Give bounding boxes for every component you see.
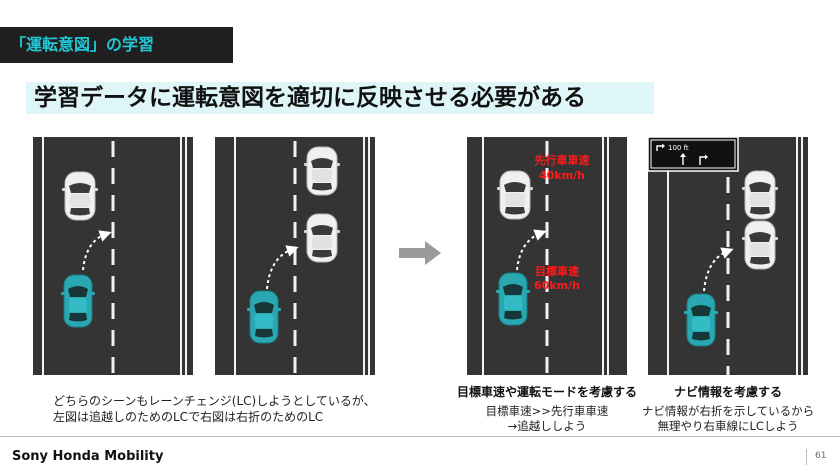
speed-scene-title: 目標車速や運転モードを考慮する (456, 385, 637, 399)
section-tag: 「運転意図」の学習 (0, 27, 233, 63)
navi-scene-body-line1: ナビ情報が右折を示しているから (641, 404, 815, 418)
sign-distance: 100 ft (668, 144, 689, 152)
target-speed-label: 目標車速 (535, 264, 579, 278)
dashed-curve-arrow-icon (82, 230, 112, 271)
queue-car-front (741, 170, 779, 220)
scenes-caption-line1: どちらのシーンもレーンチェンジ(LC)しようとしているが、 (53, 394, 376, 408)
speed-scene-body-line1: 目標車速>>先行車車速 (485, 404, 609, 418)
speed-scene-body: 目標車速>>先行車車速 →追越ししよう (447, 404, 647, 434)
headline-text: 学習データに運転意図を適切に反映させる必要がある (34, 85, 586, 111)
queue-car-front (303, 146, 341, 196)
footer-brand: Sony Honda Mobility (12, 449, 164, 464)
road-scene-speed: 先行車車速 40km/h 目標車速 60km/h (467, 137, 627, 375)
queue-car-rear (303, 213, 341, 263)
lead-car (61, 171, 99, 221)
straight-arrow-icon (680, 153, 686, 165)
lead-speed-label: 先行車車速 (535, 153, 590, 167)
road-scene-overtake (33, 137, 193, 375)
navi-sign (648, 137, 739, 172)
dashed-curve-arrow-icon (516, 229, 547, 271)
road-scene-navi: 100 ft (648, 137, 808, 375)
right-arrow-icon (399, 241, 441, 265)
navi-scene-body-line2: 無理やり右車線にLCしよう (657, 419, 799, 433)
navi-scene-body: ナビ情報が右折を示しているから 無理やり右車線にLCしよう (628, 404, 828, 434)
scenes-caption-line2: 左図は追越しのためのLCで右図は右折のためのLC (53, 410, 324, 424)
navi-scene-title: ナビ情報を考慮する (673, 385, 782, 399)
road-scene-right-turn (215, 137, 375, 375)
headline-banner: 学習データに運転意図を適切に反映させる必要がある (26, 82, 654, 114)
turn-arrow-icon (656, 143, 665, 151)
speed-scene-body-line2: →追越ししよう (507, 419, 587, 433)
right-turn-arrow-icon (699, 154, 708, 165)
target-speed-value: 60km/h (534, 279, 580, 292)
ego-car (246, 290, 282, 344)
page-number: 61 (815, 451, 827, 461)
lead-car (496, 170, 534, 220)
footer-divider (0, 436, 840, 437)
scenes-caption: どちらのシーンもレーンチェンジ(LC)しようとしているが、 左図は追越しのための… (53, 393, 376, 425)
ego-car (60, 274, 96, 328)
queue-car-rear (741, 220, 779, 270)
ego-car (495, 272, 531, 326)
ego-car (683, 293, 719, 347)
footer-separator (806, 449, 807, 465)
lead-speed-value: 40km/h (539, 169, 585, 182)
